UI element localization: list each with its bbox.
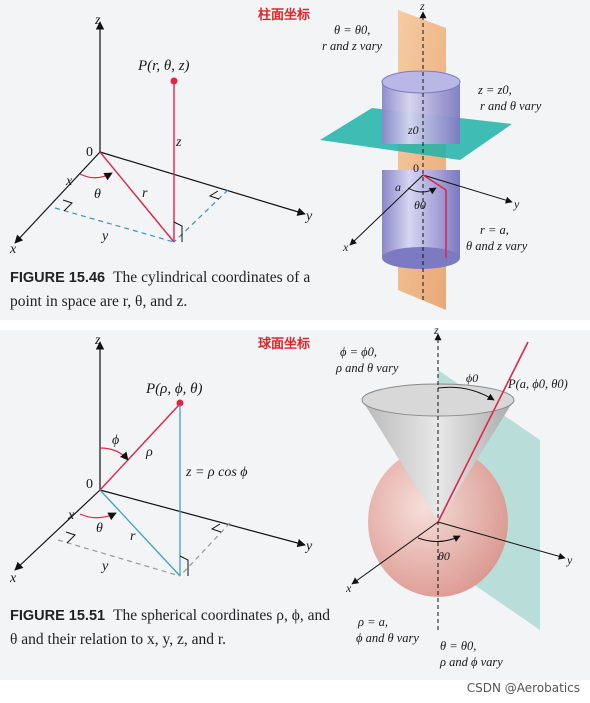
origin-label-right: 0: [413, 161, 419, 175]
rho-label: ρ: [145, 445, 153, 460]
right-angle-mark-x: [62, 199, 73, 212]
z-axis-label-right: z: [419, 0, 425, 13]
z-axis-label: z: [94, 13, 101, 28]
a-radius: [422, 174, 447, 191]
x-axis-label-right: x: [342, 240, 349, 254]
r-line: [99, 489, 181, 577]
right-angle-mark: [179, 555, 189, 576]
y-axis-label: y: [304, 209, 313, 224]
z-height-label: z: [175, 135, 182, 150]
phi-arc: [99, 447, 129, 461]
cylindrical-figure-panel: z y x 0 P(r, θ, z) z r θ x y 柱面坐标 z: [0, 0, 590, 320]
z0-label: z0: [407, 123, 419, 137]
r-label: r: [130, 529, 136, 544]
cone-note-line1: ϕ = ϕ0,: [340, 345, 377, 359]
spherical-left-diagram: z y x 0 P(ρ, ϕ, θ) ϕ ρ θ r z = ρ cos ϕ x…: [9, 333, 313, 586]
caption-text: The cylindrical coordinates of a point i…: [10, 269, 311, 310]
r-label: r: [142, 186, 148, 201]
cylinder-top: [381, 70, 461, 94]
origin-label: 0: [86, 477, 93, 492]
right-angle-mark-x: [65, 531, 76, 544]
y-axis-label: y: [304, 539, 313, 554]
z-formula-label: z = ρ cos ϕ: [185, 465, 248, 480]
right-angle-mark-y: [210, 523, 222, 533]
cylinder-note-line2: θ and z vary: [466, 239, 528, 253]
disk-note-line1: z = z0,: [477, 83, 512, 97]
y-foot-label: y: [100, 559, 109, 574]
x-axis: [14, 489, 101, 571]
caption-label: FIGURE 15.46: [10, 270, 106, 286]
plane-note-line2: r and z vary: [322, 39, 383, 53]
spherical-figure: z y x 0 P(ρ, ϕ, θ) ϕ ρ θ r z = ρ cos ϕ x…: [9, 323, 573, 669]
point-p: [170, 77, 178, 85]
cylinder-note-line1: r = a,: [480, 223, 509, 237]
theta0-label: θ0: [414, 198, 426, 212]
x-axis-label: x: [9, 242, 17, 257]
cylinder-bottom: [382, 247, 460, 269]
projection-x: [57, 539, 181, 577]
theta-label: θ: [96, 521, 103, 536]
x-axis-right: [351, 521, 439, 585]
spherical-right-diagram: z y x ϕ = ϕ0, ρ and θ vary ϕ0 P(a, ϕ0, θ…: [335, 323, 573, 669]
x-foot-label: x: [67, 508, 75, 523]
caption-text: The spherical coordinates ρ, ϕ, and θ an…: [10, 607, 330, 648]
cylindrical-right-diagram: z y x 0 θ = θ0, r and z vary z = z0, r a…: [320, 0, 542, 310]
watermark: CSDN @Aerobatics: [466, 681, 580, 695]
spherical-badge: 球面坐标: [258, 336, 310, 352]
sphere-note-line2: ϕ and θ vary: [356, 631, 419, 645]
theta0-arc: [417, 535, 461, 542]
theta0-label: θ0: [438, 549, 450, 563]
y-axis-right: [422, 174, 513, 204]
y-axis: [99, 151, 306, 216]
a-label: a: [395, 180, 401, 194]
y-axis-label-right: y: [566, 553, 573, 567]
disk-note-line2: r and θ vary: [480, 99, 542, 113]
right-angle-mark: [173, 221, 183, 242]
point-label: P(ρ, ϕ, θ): [145, 381, 202, 397]
point-label-right: P(a, ϕ0, θ0): [507, 377, 568, 391]
x-foot-label: x: [65, 174, 73, 189]
cylinder-lower: [382, 170, 460, 258]
cone-note-line2: ρ and θ vary: [335, 361, 399, 375]
y-foot-label: y: [100, 229, 109, 244]
phi0-arc: [437, 386, 495, 401]
cylindrical-figure: z y x 0 P(r, θ, z) z r θ x y 柱面坐标 z: [9, 0, 542, 310]
theta-arc: [79, 172, 113, 181]
origin-label: 0: [86, 145, 93, 160]
y-axis-label-right: y: [513, 197, 520, 211]
phi0-label: ϕ0: [466, 371, 478, 385]
theta-label: θ: [94, 187, 101, 202]
plane-note-line1: θ = θ0,: [334, 23, 370, 37]
y-axis-right: [437, 521, 566, 560]
spherical-figure-panel: z y x 0 P(ρ, ϕ, θ) ϕ ρ θ r z = ρ cos ϕ x…: [0, 323, 590, 680]
x-axis-label: x: [9, 571, 17, 586]
cylindrical-left-diagram: z y x 0 P(r, θ, z) z r θ x y: [9, 13, 313, 257]
x-axis-right: [349, 174, 424, 246]
point-label: P(r, θ, z): [137, 58, 190, 74]
projection-x: [54, 207, 175, 243]
cylindrical-badge: 柱面坐标: [258, 7, 310, 23]
right-angle-mark-y: [208, 190, 220, 200]
x-axis-label-right: x: [345, 581, 352, 595]
r-line: [99, 151, 175, 243]
theta-arc: [79, 512, 117, 521]
x-axis: [14, 151, 101, 244]
theta0-arc: [407, 187, 437, 195]
rho-ray: [437, 341, 529, 523]
rho-line: [99, 404, 180, 491]
sphere-note-line1: ρ = a,: [357, 615, 388, 629]
y-axis: [99, 489, 306, 548]
z-axis-label: z: [94, 333, 101, 348]
projection-y: [179, 522, 231, 577]
half-plane-note-line1: θ = θ0,: [440, 639, 476, 653]
point-p: [176, 399, 184, 407]
caption-label: FIGURE 15.51: [10, 608, 106, 624]
phi-label: ϕ: [112, 433, 119, 448]
half-plane-note-line2: ρ and ϕ vary: [439, 655, 503, 669]
z-axis-label-right: z: [433, 323, 439, 337]
